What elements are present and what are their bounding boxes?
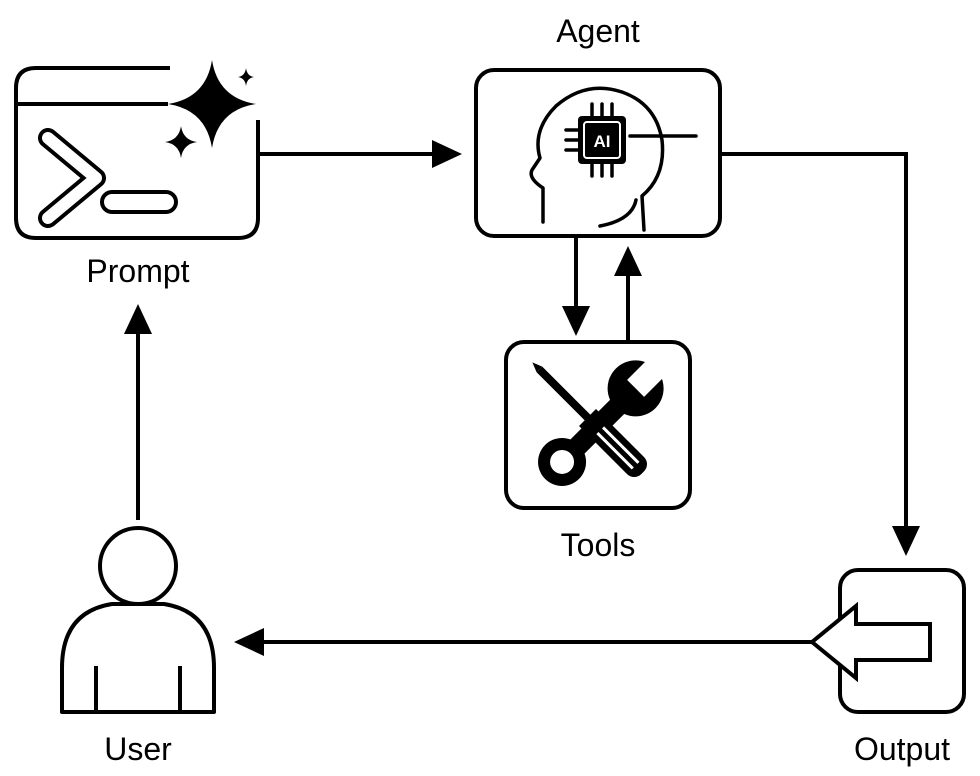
prompt-label: Prompt: [86, 253, 189, 289]
terminal-icon: [38, 128, 178, 228]
node-user: User: [60, 526, 216, 767]
ai-head-icon: AI: [529, 86, 698, 232]
chip-icon: AI: [564, 102, 626, 178]
edge-prompt-to-agent: [260, 140, 462, 168]
user-icon: [60, 526, 216, 714]
node-output: Output: [808, 568, 966, 767]
edge-agent-to-tools: [562, 232, 590, 336]
wrench-screwdriver-icon: [532, 355, 669, 486]
tools-label: Tools: [561, 527, 636, 563]
edge-tools-to-agent: [614, 246, 642, 342]
node-prompt: Prompt: [14, 60, 260, 289]
agent-label: Agent: [556, 13, 640, 49]
node-tools: Tools: [504, 340, 692, 563]
output-label: Output: [854, 731, 950, 767]
edge-agent-to-output: [720, 152, 920, 556]
output-arrow-icon: [808, 601, 932, 683]
chip-text: AI: [594, 132, 611, 151]
edges: [124, 140, 920, 656]
node-agent: AI Agent: [474, 13, 722, 238]
edge-user-to-prompt: [124, 304, 152, 520]
user-label: User: [104, 731, 172, 767]
sparkle-icon: [165, 60, 256, 158]
edge-output-to-user: [234, 628, 820, 656]
